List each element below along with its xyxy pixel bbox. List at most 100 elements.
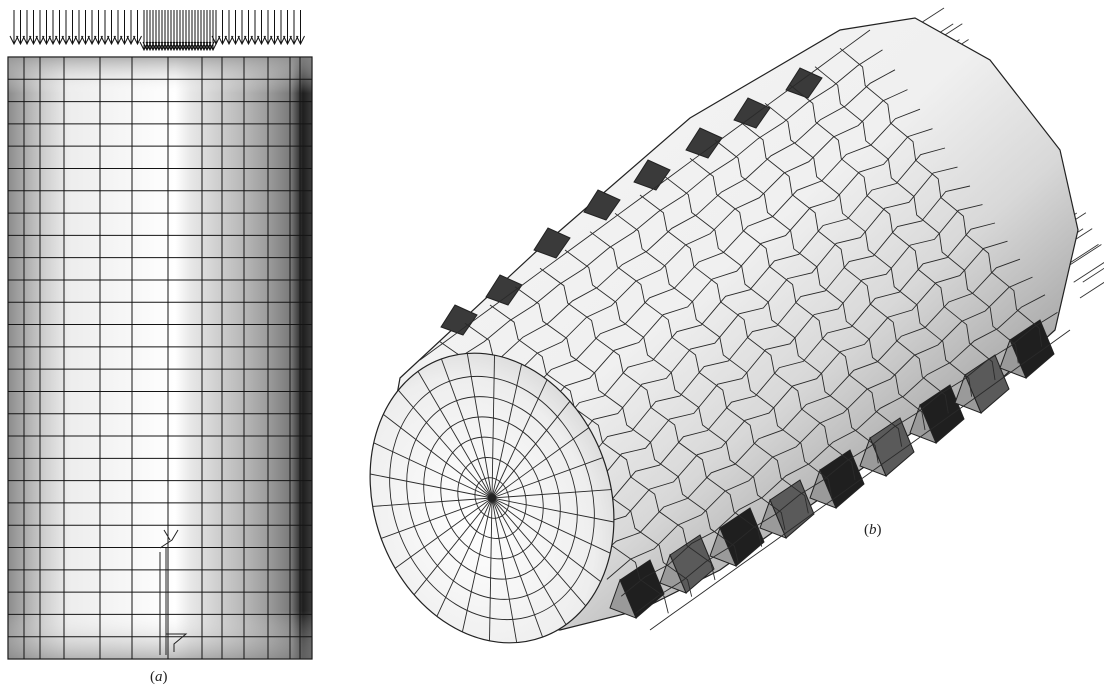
buckle-lobe-shade	[954, 373, 982, 414]
end-face-spoke	[491, 427, 590, 499]
mesh-generatrix	[477, 108, 921, 428]
mesh-generatrix	[448, 69, 896, 395]
end-face-radial-mesh	[370, 353, 614, 643]
buckle-lobe	[633, 159, 671, 191]
load-arrow-head	[296, 35, 305, 46]
end-face-spoke	[491, 401, 571, 499]
mesh-ring	[514, 286, 739, 564]
mesh-generatrix	[549, 204, 983, 513]
end-face-spoke	[413, 497, 493, 595]
load-arrow-head	[276, 35, 286, 46]
load-arrow-head	[244, 35, 253, 46]
end-face-spoke	[380, 497, 493, 539]
buckling-lobes-top	[440, 67, 823, 336]
mesh-ring	[639, 194, 856, 481]
buckle-lobe-shade	[759, 498, 787, 539]
end-face-spoke	[491, 497, 518, 643]
end-face-spoke	[394, 497, 493, 569]
mesh-ring	[789, 84, 996, 381]
buckling-lobes-bottom	[609, 319, 1055, 619]
load-arrow-head	[211, 35, 221, 46]
load-arrow-head	[126, 35, 136, 46]
mesh-generatrix	[505, 147, 946, 462]
end-face-ring	[457, 457, 527, 539]
load-arrow-head	[283, 35, 292, 46]
panel-a-label: (a)	[150, 669, 168, 685]
end-face-spoke	[491, 497, 601, 582]
load-arrow-head	[22, 35, 32, 46]
end-face-ring	[423, 416, 561, 580]
end-face-ring	[440, 436, 544, 560]
mesh-generatrix	[649, 329, 1071, 631]
coordinate-axes-icon	[159, 529, 188, 655]
buckle-lobe	[785, 67, 823, 99]
mesh-ring	[589, 231, 809, 514]
mesh-generatrix	[635, 312, 1058, 614]
end-face-spoke	[383, 414, 493, 499]
load-arrow-head	[35, 35, 45, 46]
load-arrow-head	[68, 35, 77, 46]
load-arrow-3d	[1073, 262, 1104, 283]
load-arrow-3d	[1079, 281, 1104, 299]
end-face-spoke	[491, 379, 548, 499]
buckle-lobe	[733, 97, 771, 129]
mesh-ring	[564, 249, 786, 531]
end-face-spoke	[491, 497, 611, 554]
load-arrow-head	[208, 41, 218, 52]
applied-load-arrows	[9, 10, 305, 52]
end-face-spoke	[491, 355, 495, 499]
end-face-spoke	[491, 457, 604, 499]
buckle-lobe-shade	[609, 578, 637, 619]
column-mesh-grid	[7, 56, 313, 660]
panel-b-buckled-cylinder	[369, 7, 1104, 644]
load-arrow-head	[61, 35, 71, 46]
buckle-lobe-shade	[909, 403, 937, 444]
load-arrow-head	[74, 35, 84, 46]
buckle-lobe-shade	[709, 526, 737, 567]
load-arrow-head	[231, 35, 240, 46]
load-arrow-head	[107, 35, 116, 46]
mesh-ring	[664, 176, 879, 464]
load-arrow-head	[237, 35, 247, 46]
buckle-lobe	[440, 304, 478, 336]
end-face-spoke	[491, 497, 614, 523]
end-face-ring	[474, 477, 510, 519]
mesh-ring	[689, 157, 903, 447]
end-face-spoke	[491, 497, 544, 638]
load-arrow-head	[100, 35, 110, 46]
load-arrow-head	[250, 35, 260, 46]
load-arrow-head	[42, 35, 51, 46]
load-arrow-head	[218, 35, 227, 46]
end-face-spoke	[373, 442, 493, 499]
mesh-generatrix	[620, 294, 1046, 597]
load-arrow-head	[120, 35, 129, 46]
end-face-ring	[389, 375, 595, 621]
end-face-spoke	[491, 364, 523, 499]
load-arrow-3d	[1067, 244, 1102, 267]
mesh-generatrix	[577, 240, 1008, 546]
panel-b-label: (b)	[864, 522, 882, 538]
load-arrow-head	[257, 35, 266, 46]
end-face-spoke	[466, 353, 493, 499]
end-face-center	[487, 493, 497, 503]
load-arrow-head	[55, 35, 64, 46]
buckle-lobe-shade	[809, 468, 837, 509]
load-arrow-head	[263, 35, 273, 46]
load-arrow-head	[29, 35, 38, 46]
buckle-lobe	[583, 189, 621, 221]
load-arrow-head	[81, 35, 90, 46]
mesh-generatrix	[491, 128, 933, 445]
end-face-spoke	[461, 497, 493, 632]
end-face-spoke	[491, 497, 587, 607]
load-arrow-head	[16, 35, 25, 46]
panel-a-column-mesh	[7, 10, 313, 660]
end-face-spoke	[489, 497, 493, 641]
load-arrow-head	[94, 35, 103, 46]
load-arrow-head	[289, 35, 299, 46]
mesh-generatrix	[534, 185, 971, 496]
mesh-ring	[839, 47, 1043, 347]
load-arrow-head	[113, 35, 123, 46]
end-face-spoke	[440, 358, 493, 499]
mesh-generatrix	[434, 49, 883, 378]
mesh-ring	[614, 212, 833, 497]
